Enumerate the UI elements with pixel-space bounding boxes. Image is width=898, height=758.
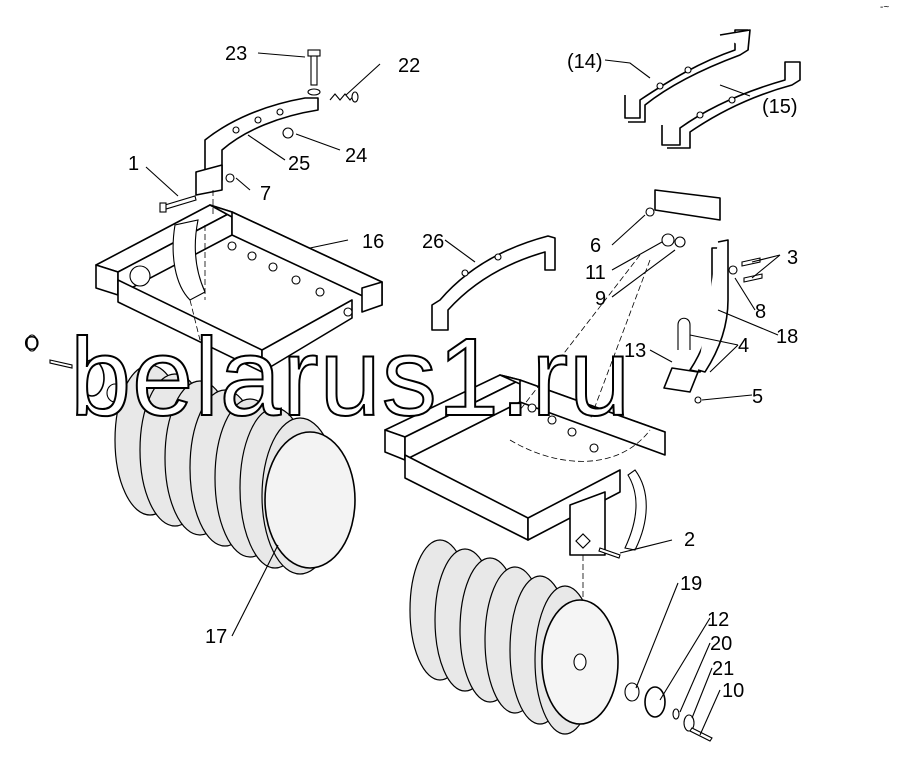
callout-21: 21 — [712, 658, 734, 680]
bracket-part-25 — [195, 97, 319, 215]
washer-part-20 — [672, 708, 680, 720]
bolt-part-2 — [598, 547, 621, 559]
callout-23: 23 — [225, 43, 247, 65]
nut-part-24 — [282, 127, 294, 139]
callout-7: 7 — [260, 183, 271, 205]
right-frame — [384, 374, 666, 661]
callout-10: 10 — [722, 680, 744, 702]
bolt-part-1 — [159, 195, 197, 213]
cap-part-21 — [683, 714, 695, 732]
bracket-part-26 — [431, 235, 556, 331]
bolts-part-3 — [741, 257, 763, 283]
tine-part-18 — [519, 189, 729, 421]
nut-part-6 — [645, 207, 655, 217]
leader-lines — [145, 52, 781, 736]
callout-8: 8 — [755, 301, 766, 323]
callout-14: (14) — [567, 51, 603, 73]
callout-26: 26 — [422, 231, 444, 253]
u-bolt-part-4 — [677, 317, 691, 350]
callout-6: 6 — [590, 235, 601, 257]
callout-1: 1 — [128, 153, 139, 175]
washer-part-8 — [728, 265, 738, 275]
nut-part-7 — [225, 173, 235, 183]
callout-22: 22 — [398, 55, 420, 77]
callout-17: 17 — [205, 626, 227, 648]
callout-13: 13 — [624, 340, 646, 362]
callout-20: 20 — [710, 633, 732, 655]
roller-part-17 — [114, 364, 356, 575]
washer-part-9 — [674, 236, 686, 248]
bracket-part-15 — [661, 61, 801, 149]
callout-24: 24 — [345, 145, 367, 167]
ring-part-o — [26, 334, 38, 352]
callout-3: 3 — [787, 247, 798, 269]
callout-5: 5 — [752, 386, 763, 408]
callout-4: 4 — [738, 335, 749, 357]
washer-part-11 — [661, 233, 675, 247]
callout-2: 2 — [684, 529, 695, 551]
callout-9: 9 — [595, 288, 606, 310]
callout-15: (15) — [762, 96, 798, 118]
bearing-part-12 — [644, 686, 666, 718]
callout-16: 16 — [362, 231, 384, 253]
callout-11: 11 — [585, 262, 606, 284]
hub-part-left — [49, 359, 124, 403]
left-frame-part-16 — [95, 204, 383, 373]
roller-right — [409, 539, 619, 735]
callout-18: 18 — [776, 326, 798, 348]
spring-part-22 — [329, 91, 359, 103]
bracket-part-14 — [624, 29, 751, 123]
callout-19: 19 — [680, 573, 702, 595]
nut-part-5 — [694, 396, 702, 404]
bolt-part-10 — [689, 727, 713, 742]
bolt-part-23 — [307, 49, 321, 96]
callout-o: O — [24, 333, 40, 355]
watermark-text: belarus1.ru — [70, 316, 631, 439]
callout-12: 12 — [707, 609, 729, 631]
shovel-part-13 — [663, 367, 699, 393]
washer-part-19 — [624, 682, 640, 702]
corner-mark: -~ — [880, 2, 889, 13]
callout-25: 25 — [288, 153, 310, 175]
